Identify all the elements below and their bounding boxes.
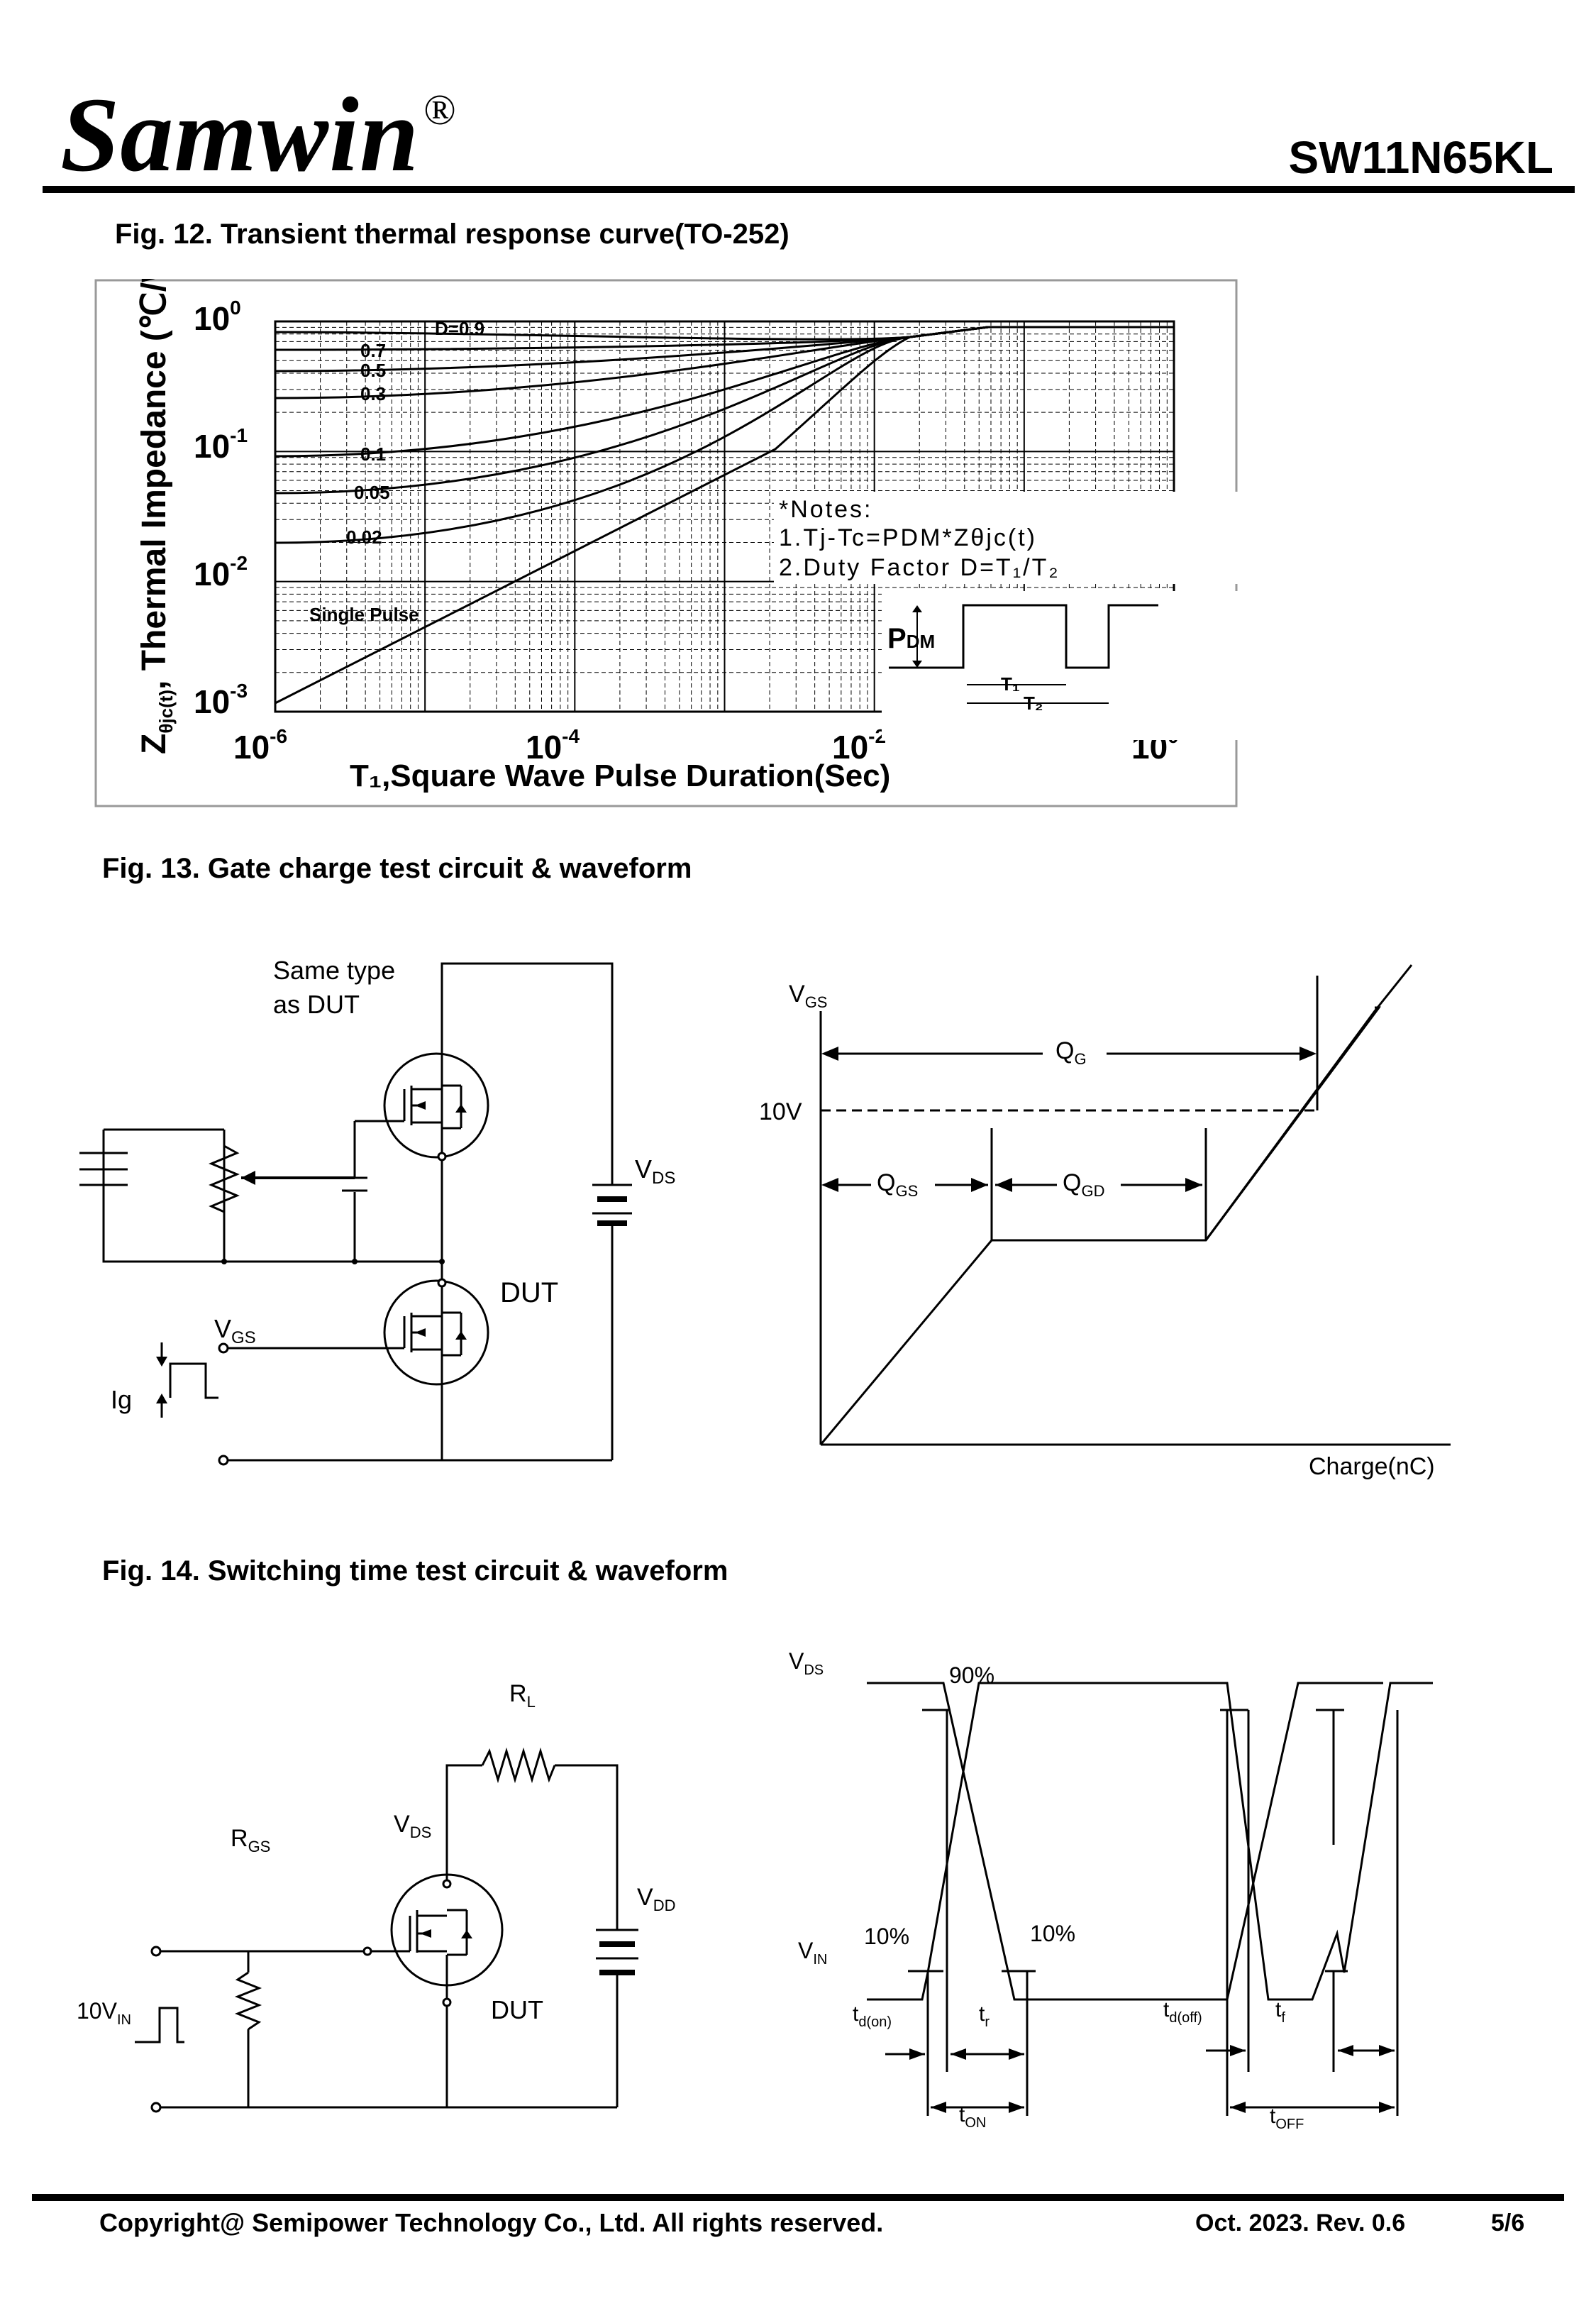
y-tick-2: 10-1	[194, 424, 248, 465]
fig12-pulse-diagram: PDM T₁ T₂	[882, 591, 1238, 740]
fig12-title: Fig. 12. Transient thermal response curv…	[115, 219, 789, 250]
dut-label: DUT	[500, 1277, 558, 1308]
note-2: 2.Duty Factor D=T₁/T₂	[779, 554, 1060, 581]
dut-label-14: DUT	[491, 1995, 543, 2024]
qgd-label: QGD	[1063, 1169, 1104, 1200]
wave-vin-label: VIN	[798, 1938, 827, 1968]
curve-d005	[275, 326, 1174, 495]
fig12-y-ticks: 100 10-1 10-2 10-3	[194, 297, 248, 720]
curve-d002	[275, 326, 1174, 544]
registered-mark: ®	[423, 87, 457, 133]
fig12-curves	[275, 326, 1174, 705]
vgs-label: VGS	[214, 1314, 256, 1347]
label-03: 0.3	[360, 383, 386, 404]
footer-page: 5/6	[1491, 2210, 1525, 2236]
label-01: 0.1	[360, 443, 386, 465]
label-002: 0.02	[346, 526, 382, 548]
curve-d03	[275, 326, 1174, 399]
tf-label: tf	[1275, 1998, 1285, 2026]
same-type-line2: as DUT	[273, 990, 360, 1019]
label-005: 0.05	[354, 482, 390, 503]
charge-label: Charge(nC)	[1309, 1453, 1435, 1480]
y-tick-3: 10-2	[194, 552, 248, 592]
vin-source-label: 10VIN	[77, 1998, 131, 2028]
p10-right: 10%	[1030, 1921, 1075, 1946]
fig12-x-axis-label: T₁,Square Wave Pulse Duration(Sec)	[350, 758, 890, 793]
fig12-notes: *Notes: 1.Tj-Tc=PDM*Zθjc(t) 2.Duty Facto…	[779, 496, 1060, 581]
rgs-label: RGS	[231, 1825, 270, 1855]
p10-left: 10%	[864, 1924, 909, 1949]
brand-logo: Samwin®	[60, 76, 457, 194]
fig13-circuit	[79, 962, 632, 1462]
label-05: 0.5	[360, 360, 386, 381]
pdm-label: PDM	[887, 623, 935, 654]
toff-label: tOFF	[1270, 2104, 1304, 2132]
ig-label: Ig	[111, 1385, 132, 1414]
fig14-title: Fig. 14. Switching time test circuit & w…	[102, 1555, 728, 1587]
label-d09: D=0.9	[435, 318, 484, 339]
header-rule	[43, 186, 1575, 193]
fig14-diagram: RL RGS VDS VDD DUT 10VIN VDS V	[77, 1648, 1433, 2132]
ten-v-label: 10V	[759, 1098, 802, 1125]
t2-label: T₂	[1024, 693, 1043, 714]
footer-rule	[32, 2194, 1564, 2201]
tr-label: tr	[979, 2002, 990, 2030]
fig12-curve-labels: D=0.9 0.7 0.5 0.3 0.1 0.05 0.02 Single P…	[309, 318, 484, 625]
wave-vgs-label: VGS	[789, 981, 827, 1011]
mosfet-symbols	[403, 1084, 462, 1357]
label-single-pulse: Single Pulse	[309, 604, 419, 625]
tdon-label: td(on)	[853, 2002, 892, 2030]
fig13-title: Fig. 13. Gate charge test circuit & wave…	[102, 853, 692, 884]
label-07: 0.7	[360, 340, 386, 361]
fig13-diagram: Same type as DUT VDS DUT VGS Ig VGS QG 1…	[79, 956, 1451, 1480]
fig14-circuit	[135, 1747, 638, 2109]
x-tick-1: 10-6	[233, 725, 287, 766]
part-number: SW11N65KL	[1288, 132, 1553, 183]
qg-label: QG	[1055, 1037, 1087, 1068]
wave-vds-label: VDS	[789, 1648, 824, 1678]
curve-single	[275, 326, 1174, 705]
footer-date-rev: Oct. 2023. Rev. 0.6	[1195, 2210, 1406, 2236]
fig12-chart: 100 10-1 10-2 10-3 10-6 10-4 10-2 100 T₁…	[94, 279, 1238, 807]
ton-label: tON	[959, 2103, 986, 2131]
same-type-line1: Same type	[273, 956, 395, 985]
y-tick-1: 100	[194, 297, 241, 337]
t1-label: T₁	[1001, 673, 1020, 695]
footer-copyright: Copyright@ Semipower Technology Co., Ltd…	[99, 2208, 884, 2237]
vds-label: VDS	[635, 1154, 675, 1188]
notes-title: *Notes:	[779, 496, 873, 523]
rl-label: RL	[509, 1680, 536, 1711]
vds-label-14: VDS	[394, 1811, 431, 1841]
x-tick-2: 10-4	[526, 725, 580, 766]
dut-symbol	[369, 1909, 468, 1956]
vdd-label: VDD	[637, 1884, 675, 1914]
tdoff-label: td(off)	[1163, 1998, 1202, 2026]
note-1: 1.Tj-Tc=PDM*Zθjc(t)	[779, 524, 1037, 551]
p90-label: 90%	[949, 1662, 994, 1688]
y-tick-4: 10-3	[194, 680, 248, 720]
fig13-waveform	[819, 976, 1451, 1446]
qgs-label: QGS	[877, 1169, 918, 1200]
fig12-y-axis-label: Zθjc(t), Thermal Impedance (℃/W)	[135, 279, 177, 754]
